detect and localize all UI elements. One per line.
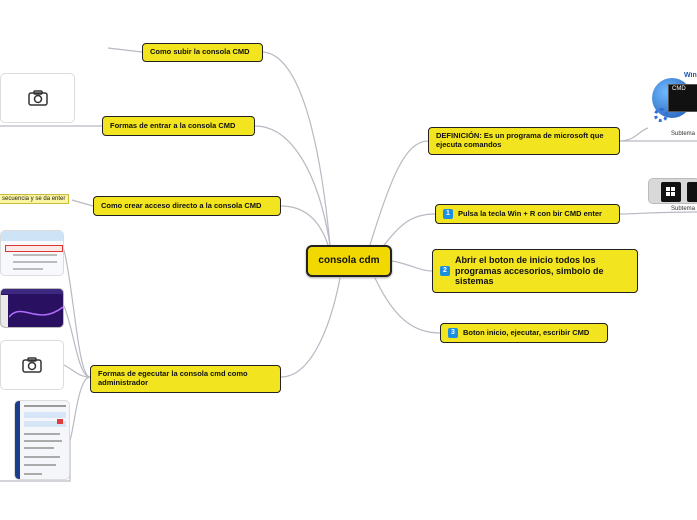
node-step-2[interactable]: 2 Abrir el boton de inicio todos los pro…: [432, 249, 638, 293]
number-badge-icon: 3: [448, 328, 458, 338]
node-como-subir[interactable]: Como subir la consola CMD: [142, 43, 263, 62]
windows-logo-icon: [661, 182, 681, 202]
image-placeholder[interactable]: [0, 73, 75, 123]
node-label: Formas de entrar a la consola CMD: [110, 120, 236, 130]
node-administrador[interactable]: Formas de egecutar la consola cmd como a…: [90, 365, 281, 393]
node-acceso-directo[interactable]: Como crear acceso directo a la consola C…: [93, 196, 281, 216]
node-label: DEFINICIÓN: Es un programa de microsoft …: [436, 131, 604, 149]
number-badge-icon: 2: [440, 266, 450, 276]
node-formas-entrar[interactable]: Formas de entrar a la consola CMD: [102, 116, 255, 136]
node-step-1[interactable]: 1 Pulsa la tecla Win + R con bir CMD ent…: [435, 204, 620, 224]
number-badge-icon: 1: [443, 209, 453, 219]
node-label: Abrir el boton de inicio todos los progr…: [455, 255, 604, 287]
image-placeholder[interactable]: [0, 340, 64, 390]
node-definicion[interactable]: DEFINICIÓN: Es un programa de microsoft …: [428, 127, 620, 155]
subtema-label: Subtema: [671, 206, 696, 212]
node-label: Pulsa la tecla Win + R con bir CMD enter: [458, 208, 602, 218]
node-label: Como subir la consola CMD: [150, 47, 250, 57]
windows-cmd-thumbnail[interactable]: Win CMD: [648, 72, 697, 128]
central-topic-label: consola cdm: [318, 255, 380, 267]
gear-icon: [654, 108, 668, 122]
subtema-label: Subtema: [671, 131, 696, 137]
small-label-secuencia: secuencia y se da enter: [0, 194, 70, 204]
node-label: Como crear acceso directo a la consola C…: [101, 200, 262, 210]
win-text: Win: [684, 72, 697, 79]
purple-screenshot-thumbnail[interactable]: [0, 288, 64, 328]
start-menu-screenshot-thumbnail[interactable]: [14, 400, 70, 480]
node-label: Formas de egecutar la consola cmd como a…: [98, 369, 248, 387]
node-label: Boton inicio, ejecutar, escribir CMD: [463, 327, 590, 337]
keyboard-thumbnail[interactable]: [648, 178, 697, 204]
camera-icon: [22, 357, 42, 373]
cmd-text: CMD: [672, 86, 686, 92]
camera-icon: [27, 90, 48, 106]
central-topic[interactable]: consola cdm: [306, 245, 392, 277]
node-step-3[interactable]: 3 Boton inicio, ejecutar, escribir CMD: [440, 323, 608, 343]
menu-screenshot-thumbnail[interactable]: [0, 230, 64, 276]
